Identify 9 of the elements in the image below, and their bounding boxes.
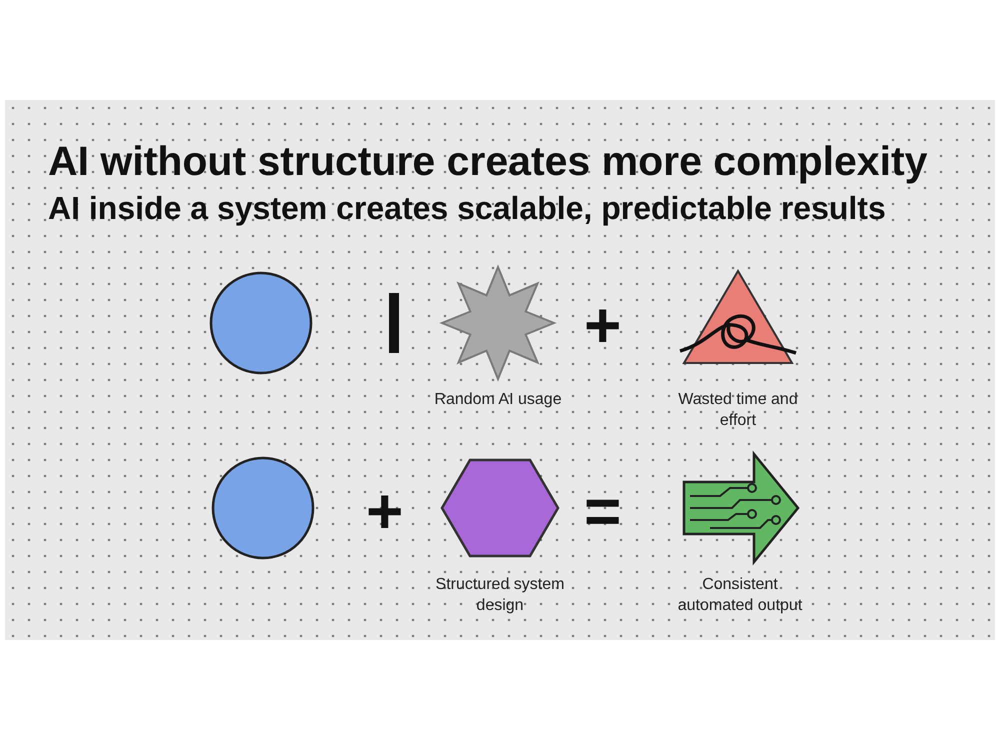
subtitle: AI inside a system creates scalable, predictable results [48,190,886,227]
caption-text: Random AI usage [433,390,563,410]
caption-text: Consistent automated output [676,575,804,616]
plus-sign: + [366,474,404,548]
title: AI without structure creates more complexity [48,138,928,185]
caption-text: Wasted time and effort [677,390,799,431]
equals-sign: = [584,474,622,548]
caption-text: Structured system design [434,575,566,616]
plus-sign: + [584,288,622,362]
